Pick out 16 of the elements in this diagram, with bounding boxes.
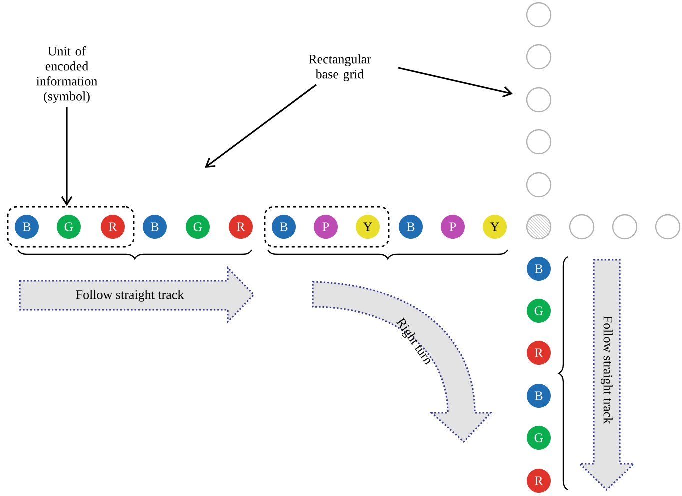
arrow <box>61 107 73 206</box>
callout-text: Rectangular base grid <box>308 54 372 82</box>
callout-text: Unit of encoded information (symbol) <box>36 46 98 104</box>
hatched-circle <box>526 214 552 240</box>
grid-circle <box>569 214 595 240</box>
arrow <box>205 84 317 168</box>
dashed-box <box>264 206 390 248</box>
dashed-box <box>7 206 135 248</box>
grid-circle <box>526 87 552 113</box>
grid-circle <box>526 129 552 155</box>
grid-circle <box>526 172 552 198</box>
arrow <box>398 67 514 98</box>
grid-circle <box>526 2 552 28</box>
grid-circle <box>612 214 638 240</box>
grid-circle <box>526 44 552 70</box>
grid-circle <box>655 214 681 240</box>
